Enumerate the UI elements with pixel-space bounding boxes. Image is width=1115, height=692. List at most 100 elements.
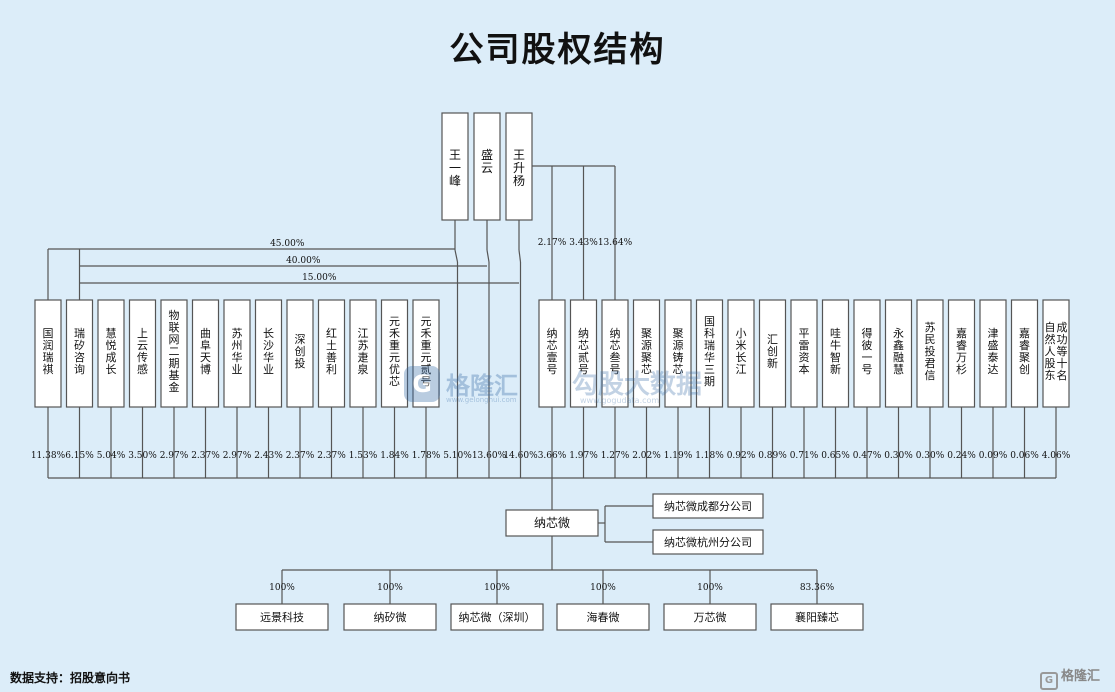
shareholder-name: 万 [956,351,967,364]
shareholder-name: 重 [421,338,432,352]
founder-diagonal [518,249,522,263]
founder-name: 升 [513,161,525,175]
shareholder-name: 业 [263,363,274,376]
company-name: 纳芯微 [534,516,570,530]
shareholder-name: 民 [925,333,936,346]
shareholder-pct: 2.37% [317,451,346,461]
shareholder-name: 悦 [106,338,117,352]
shareholder-name: 号 [578,363,589,376]
subsidiary-name: 万芯微 [694,610,727,624]
founder-name: 王 [449,148,461,162]
shareholder-name: 纳 [578,327,589,340]
shareholder-name: 科 [704,326,715,340]
shareholder-name: 投 [295,356,306,370]
shareholder-name: 苏 [232,327,243,340]
data-source-note: 数据支持：招股意向书 [10,671,131,685]
shareholder-name: 业 [232,363,243,376]
shareholder-name: 号 [610,363,621,376]
shareholder-pct: 0.30% [916,451,945,461]
shareholder-box [254,299,283,408]
shareholder-name: 传 [137,351,148,364]
shareholder-name: 叁 [610,350,621,364]
shareholder-name: 曲 [200,327,211,340]
shareholder-name: 然 [1045,332,1056,346]
shareholder-name: 投 [925,344,936,358]
shareholder-box [695,299,724,408]
shareholder-name: 长 [106,363,117,376]
shareholder-name: 润 [43,338,54,352]
shareholder-name: 元 [421,351,432,364]
shareholder-pct: 3.50% [128,451,157,461]
shareholder-name: 杉 [956,362,967,376]
shareholder-name: 国 [43,327,54,340]
founder-link-pct: 45.00% [270,239,305,249]
shareholder-name: 期 [169,357,180,370]
founder-name: 一 [449,161,461,175]
shareholder-name: 股 [1045,357,1056,370]
subsidiary-pct: 100% [484,583,510,593]
shareholder-name: 聚 [1019,351,1030,364]
shareholder-name: 瑞 [43,350,54,364]
shareholder-name: 长 [263,327,274,340]
shareholder-name: 网 [169,333,180,346]
shareholder-name: 号 [421,375,432,388]
shareholder-pct: 1.53% [349,451,378,461]
shareholder-name: 基 [169,369,180,382]
shareholder-name: 壹 [547,351,558,364]
shareholder-name: 联 [169,321,180,334]
shareholder-name: 津 [988,327,999,340]
shareholder-name: 博 [200,363,211,376]
founder-diagonal [454,249,459,263]
shareholder-pct: 0.89% [758,451,787,461]
shareholder-name: 上 [137,327,148,340]
gelonghui-watermark: G 格隆汇 www.gelonghui.com [404,366,554,406]
shareholder-name: 芯 [673,362,684,376]
shareholder-name: 资 [799,351,810,364]
shareholder-name: 沙 [263,339,274,352]
shareholder-box [349,299,377,408]
shareholder-pct: 2.97% [160,451,189,461]
shareholder-box [223,299,251,408]
shareholder-name: 号 [547,363,558,376]
branch-box [652,529,764,555]
shareholder-name: 江 [736,363,747,376]
shareholder-name: 平 [799,327,810,340]
shareholder-name: 芯 [389,374,400,388]
shareholder-name: 名 [1057,368,1068,382]
shareholder-box [884,299,913,408]
shareholder-name: 聚 [641,327,652,340]
shareholder-name: 元 [389,351,400,364]
subsidiary-pct: 100% [590,583,616,593]
branch-box [652,493,764,519]
shareholder-pct: 0.09% [979,451,1008,461]
shareholder-name: 成 [106,351,117,364]
shareholder-name: 新 [767,356,778,370]
subsidiary-pct: 100% [269,583,295,593]
shareholder-box [97,299,125,408]
gelonghui-watermark-url: www.gelonghui.com [446,396,517,404]
shareholder-name: 三 [704,363,715,376]
shareholder-name: 禾 [389,327,400,340]
shareholder-pct: 0.47% [853,451,882,461]
shareholder-name: 聚 [641,351,652,364]
shareholder-pct: 11.38% [31,451,66,461]
shareholder-box [1042,299,1070,408]
shareholder-name: 芯 [610,338,621,352]
wang-link-pct: 2.17% [538,238,567,248]
shareholder-pct: 0.30% [884,451,913,461]
gogudata-watermark: 勾股大数据 www.gogudata.com [572,364,722,408]
shareholder-box [286,299,314,408]
shareholder-name: 感 [137,363,148,376]
shareholder-name: 深 [295,333,306,346]
shareholder-name: 泉 [358,362,369,376]
shareholder-pct: 1.27% [601,451,630,461]
shareholder-name: 创 [295,345,306,358]
shareholder-name: 长 [736,351,747,364]
shareholder-name: 矽 [74,338,85,352]
shareholder-name: 国 [704,315,715,328]
shareholder-name: 睿 [1019,338,1030,352]
shareholder-box [380,299,409,408]
shareholder-name: 云 [137,339,148,352]
page-title: 公司股权结构 [449,30,666,70]
